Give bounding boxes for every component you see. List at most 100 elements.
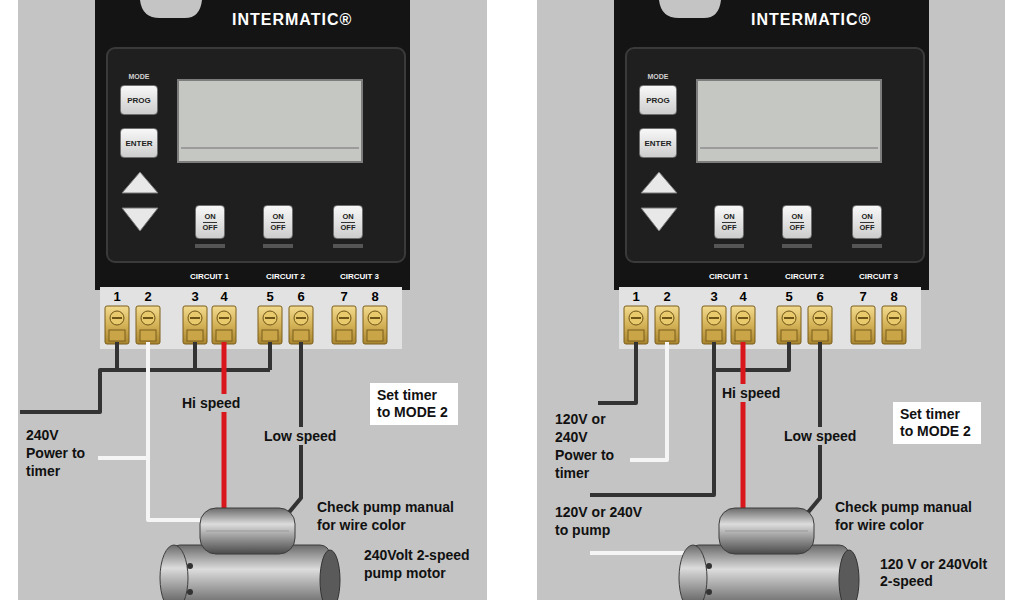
circuit-label: CIRCUIT 3 <box>857 272 900 282</box>
low-speed-wire <box>805 342 820 516</box>
note-text: Check pump manual for wire color <box>833 498 983 534</box>
keypad-button: PROG <box>639 85 677 115</box>
bolt <box>187 563 193 569</box>
note-text: Set timer to MODE 2 <box>900 406 974 440</box>
on-off-button: ON OFF <box>782 205 812 239</box>
on-off-button: ON OFF <box>263 205 293 239</box>
terminal-number: 6 <box>295 289 306 305</box>
terminal-screw <box>363 306 387 344</box>
terminal-number: 8 <box>888 289 899 305</box>
terminal-number: 2 <box>142 289 153 305</box>
power-wire <box>590 342 789 495</box>
hi-speed-wire <box>741 342 746 520</box>
note-text: Set timer to MODE 2 <box>377 387 451 421</box>
low-speed-wire <box>286 342 301 516</box>
part-label: 120 V or 240Volt 2-speed <box>878 556 996 590</box>
terminal-screw <box>212 306 236 344</box>
circuit-label: CIRCUIT 1 <box>188 272 231 282</box>
button-text: ON OFF <box>788 211 805 233</box>
wire-label: Hi speed <box>720 384 782 402</box>
terminal-number: 1 <box>630 289 641 305</box>
keypad-button: PROG <box>120 85 158 115</box>
terminal-number: 6 <box>814 289 825 305</box>
up-arrow-button <box>122 172 158 193</box>
on-off-button: ON OFF <box>195 205 225 239</box>
down-arrow-button <box>122 208 158 231</box>
terminal-number: 2 <box>661 289 672 305</box>
terminal-screw <box>289 306 313 344</box>
wire-label: Low speed <box>782 427 858 445</box>
wire-label: Hi speed <box>180 394 242 412</box>
indicator-slot <box>263 244 293 248</box>
terminal-number: 5 <box>264 289 275 305</box>
button-text: ON OFF <box>269 211 286 233</box>
power-wire <box>20 342 270 412</box>
wire-label: 120V or 240V to pump <box>553 503 653 539</box>
wire-label: Low speed <box>262 427 338 445</box>
terminal-screw <box>332 306 356 344</box>
wires <box>20 342 820 553</box>
keypad-button: ENTER <box>639 128 677 158</box>
terminal-number: 4 <box>218 289 229 305</box>
capacitor-cover <box>200 508 295 554</box>
terminal-number: 7 <box>338 289 349 305</box>
timer-housing: INTERMATIC® PROG ENTER ON OFF ON OFF ON OFF <box>614 0 929 290</box>
terminal-number: 3 <box>189 289 200 305</box>
button-text: ON OFF <box>858 211 875 233</box>
neutral-wire <box>590 342 700 553</box>
on-off-button: ON OFF <box>852 205 882 239</box>
terminal-number: 7 <box>857 289 868 305</box>
neutral-wire <box>98 342 205 520</box>
timer-unit <box>95 0 410 349</box>
circuit-label: CIRCUIT 1 <box>707 272 750 282</box>
terminal-screw <box>136 306 160 344</box>
on-off-button: ON OFF <box>333 205 363 239</box>
indicator-slot <box>333 244 363 248</box>
terminal-screw <box>258 306 282 344</box>
wire-label: 240V Power to timer <box>24 426 96 480</box>
brand-logo: INTERMATIC® <box>751 11 871 29</box>
wire-label: 120V or 240V Power to timer <box>553 410 625 482</box>
hi-speed-wire <box>222 342 227 520</box>
timer-housing: INTERMATIC® PROG ENTER ON OFF ON OFF ON OFF <box>95 0 410 290</box>
terminal-number: 5 <box>783 289 794 305</box>
keypad-button: ENTER <box>120 128 158 158</box>
circuit-label: CIRCUIT 3 <box>338 272 381 282</box>
button-text: ON OFF <box>201 211 218 233</box>
lcd-screen <box>178 80 362 162</box>
button-text: ON OFF <box>720 211 737 233</box>
button-text: PROG <box>127 96 151 105</box>
circuit-label: CIRCUIT 2 <box>783 272 826 282</box>
terminal-number: 8 <box>369 289 380 305</box>
on-off-button: ON OFF <box>714 205 744 239</box>
timer-unit <box>614 0 929 349</box>
cover-seam <box>206 531 289 532</box>
brand-logo: INTERMATIC® <box>232 11 352 29</box>
terminal-screw <box>105 306 129 344</box>
mode-label: MODE <box>646 72 671 81</box>
front-panel <box>107 48 405 262</box>
terminal-screw <box>183 306 207 344</box>
lcd-line <box>181 147 359 149</box>
panel-ground <box>18 0 487 600</box>
terminal-strip <box>100 287 402 349</box>
indicator-slot <box>195 244 225 248</box>
button-text: ENTER <box>644 139 671 148</box>
button-text: ENTER <box>125 139 152 148</box>
bolt <box>187 589 193 595</box>
mode-label: MODE <box>127 72 152 81</box>
button-text: ON OFF <box>339 211 356 233</box>
motor-end-cap <box>320 550 340 600</box>
note-box: Set timer to MODE 2 <box>893 402 981 444</box>
note-text: Check pump manual for wire color <box>315 498 465 534</box>
terminal-number: 3 <box>708 289 719 305</box>
terminal-number: 1 <box>111 289 122 305</box>
button-text: PROG <box>646 96 670 105</box>
part-label: 240Volt 2-speed pump motor <box>362 546 478 582</box>
motor-end-bell <box>160 545 188 600</box>
pump-motor <box>160 508 340 600</box>
circuit-label: CIRCUIT 2 <box>264 272 307 282</box>
